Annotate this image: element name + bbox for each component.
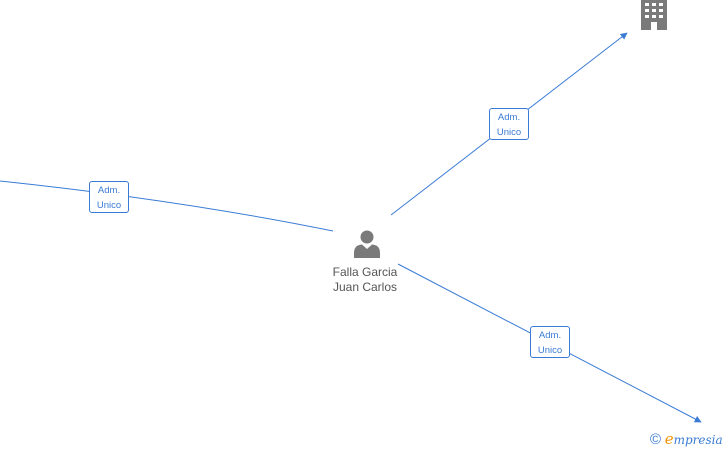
brand-logo-text: mpresia [673, 433, 723, 447]
copyright-symbol: © [650, 431, 662, 448]
edge-label-top-right[interactable]: Adm. Unico [489, 108, 529, 140]
edge-label-bottom-right[interactable]: Adm. Unico [530, 326, 570, 358]
edge-left [0, 180, 334, 232]
edge-role-line1: Adm. [97, 185, 121, 196]
edge-role-line2: Unico [96, 200, 122, 211]
person-name[interactable]: Falla Garcia Juan Carlos [315, 265, 415, 295]
person-name-line2: Juan Carlos [332, 280, 398, 294]
building-icon[interactable] [638, 0, 670, 30]
brand-footer: © empresia [650, 430, 728, 448]
brand-logo-initial: e [664, 430, 674, 448]
edge-role-line2: Unico [496, 127, 522, 138]
edge-role-line1: Adm. [538, 330, 562, 341]
edge-label-left[interactable]: Adm. Unico [89, 181, 129, 213]
edge-role-line2: Unico [537, 345, 563, 356]
person-icon[interactable] [352, 229, 382, 259]
person-name-line1: Falla Garcia [332, 265, 398, 279]
edge-role-line1: Adm. [497, 112, 521, 123]
